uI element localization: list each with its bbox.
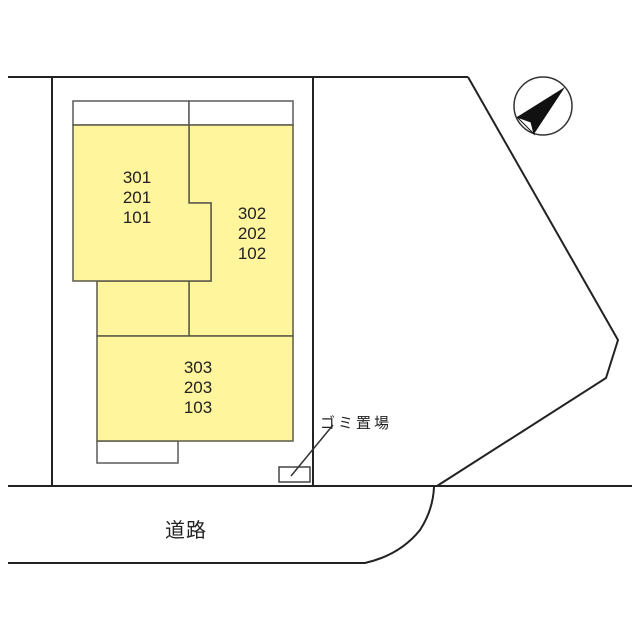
- unit-block-filler: [96, 280, 190, 337]
- balcony-left: [72, 100, 190, 126]
- room-number: 301: [122, 168, 152, 187]
- unit-block-301: [72, 124, 212, 282]
- unit-label-block-2: 302 202 102: [225, 204, 279, 264]
- room-number: 103: [183, 398, 213, 417]
- room-number: 303: [183, 358, 213, 377]
- road-edge-line: [8, 486, 435, 564]
- balcony-right: [188, 100, 294, 126]
- unit-block-303: [96, 335, 294, 442]
- room-number: 302: [237, 204, 267, 223]
- room-number: 201: [122, 188, 152, 207]
- entrance-porch: [96, 440, 179, 464]
- unit-label-block-1: 301 201 101: [110, 168, 164, 228]
- north-arrow-icon: [513, 76, 573, 136]
- garbage-area-box: [278, 466, 311, 483]
- boundary-right-line: [436, 76, 620, 487]
- room-number: 101: [122, 208, 152, 227]
- room-number: 203: [183, 378, 213, 397]
- room-number: 102: [237, 244, 267, 263]
- garbage-area-label: ゴミ置場: [320, 414, 393, 432]
- site-boundary: [8, 76, 632, 564]
- building: [72, 124, 294, 442]
- balconies: [72, 100, 294, 464]
- unit-label-block-3: 303 203 103: [171, 358, 225, 418]
- room-number: 202: [237, 224, 267, 243]
- garbage-pointer-line: [290, 424, 334, 477]
- road-label: 道路: [165, 518, 207, 542]
